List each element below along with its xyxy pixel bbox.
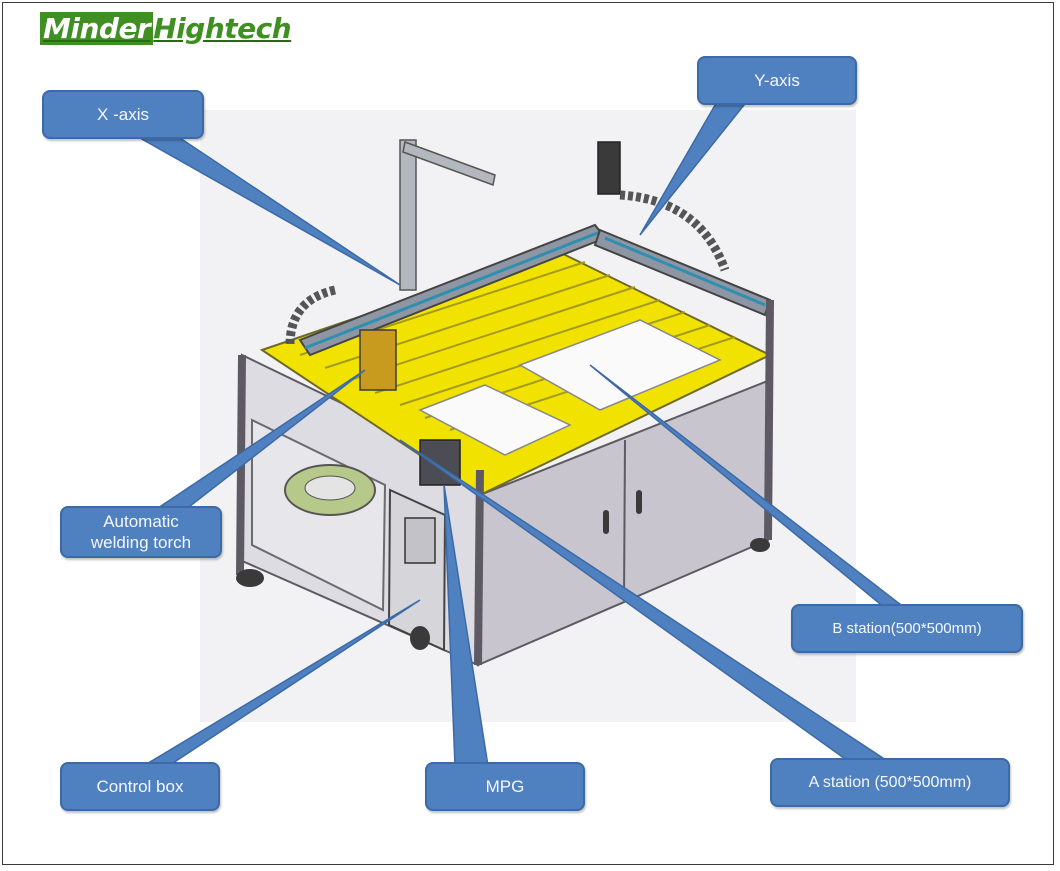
door-handle-right [636, 490, 642, 514]
brand-logo-part2: Hightech [153, 12, 292, 45]
callout-torch-line1: Automatic [103, 512, 179, 531]
callout-b-station-label: B station(500*500mm) [832, 620, 982, 637]
callout-y-axis-label: Y-axis [754, 71, 800, 90]
station-a-plate [418, 384, 572, 456]
vertical-post [399, 139, 417, 291]
brand-logo-part1: Minder [40, 12, 154, 45]
door-handle-left [603, 510, 609, 534]
callout-b-station: B station(500*500mm) [791, 604, 1023, 653]
callout-x-axis: X -axis [42, 90, 204, 139]
callout-a-station-label: A station (500*500mm) [808, 774, 972, 791]
callout-mpg-label: MPG [485, 777, 525, 796]
callout-mpg: MPG [425, 762, 585, 811]
station-b-plate [518, 319, 722, 411]
vibratory-bowl-inner [304, 475, 356, 501]
cable-chain-y [619, 190, 730, 272]
callout-welding-torch: Automatic welding torch [60, 506, 222, 558]
post-arm [402, 140, 496, 187]
callout-pointers [137, 99, 908, 767]
control-box-window [404, 517, 436, 564]
callout-y-axis: Y-axis [697, 56, 857, 105]
cabinet-door-divider [623, 439, 626, 601]
cable-chain-x [285, 285, 337, 346]
callout-a-station: A station (500*500mm) [770, 758, 1010, 807]
y-axis-rail [604, 236, 766, 307]
y-axis-motor [597, 141, 621, 195]
callout-control-box-label: Control box [96, 777, 184, 796]
callout-x-axis-label: X -axis [97, 105, 149, 124]
callout-control-box: Control box [60, 762, 220, 811]
caster-wheels [236, 538, 770, 650]
torch-head [359, 329, 397, 391]
x-axis-rail [304, 230, 601, 350]
control-box-door [387, 488, 447, 652]
callout-torch-line2: welding torch [90, 533, 192, 552]
